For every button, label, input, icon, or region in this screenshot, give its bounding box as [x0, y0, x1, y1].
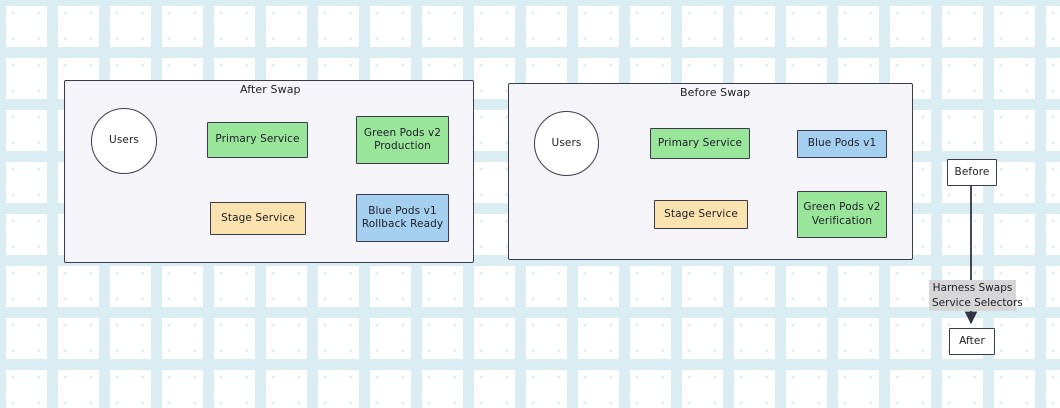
node-before-users-label: Users — [551, 136, 582, 149]
edge-label-harness-swaps: Harness Swaps Service Selectors — [929, 280, 1023, 311]
node-state-after-label: After — [959, 334, 985, 347]
node-state-before-label: Before — [954, 165, 990, 178]
edge-label-line2: Service Selectors — [932, 297, 1023, 309]
node-after-users-label: Users — [109, 134, 139, 147]
node-state-after[interactable]: After — [949, 328, 995, 355]
cluster-after-swap-title: After Swap — [240, 83, 301, 96]
node-before-blue-pods[interactable]: Blue Pods v1 — [797, 130, 887, 158]
node-after-blue-pods-line1: Blue Pods v1 — [368, 204, 437, 217]
edge-label-line1: Harness Swaps — [932, 282, 1013, 294]
node-before-green-pods[interactable]: Green Pods v2 Verification — [797, 191, 887, 238]
node-state-before[interactable]: Before — [947, 159, 997, 186]
node-after-green-pods-line2: Production — [374, 140, 431, 152]
node-before-users[interactable]: Users — [534, 111, 599, 176]
node-after-blue-pods[interactable]: Blue Pods v1 Rollback Ready — [356, 194, 449, 242]
node-after-primary-service[interactable]: Primary Service — [207, 122, 308, 158]
node-after-green-pods-line1: Green Pods v2 — [363, 126, 442, 139]
node-before-stage-service-label: Stage Service — [664, 207, 738, 220]
node-before-green-pods-line1: Green Pods v2 — [803, 201, 881, 213]
node-after-users[interactable]: Users — [91, 108, 157, 174]
node-after-stage-service[interactable]: Stage Service — [210, 202, 306, 235]
node-before-stage-service[interactable]: Stage Service — [654, 200, 748, 229]
node-after-green-pods[interactable]: Green Pods v2 Production — [356, 116, 449, 164]
node-before-green-pods-line2: Verification — [811, 214, 873, 227]
cluster-before-swap-title: Before Swap — [680, 86, 751, 99]
node-before-blue-pods-label: Blue Pods v1 — [807, 137, 877, 150]
node-after-primary-service-label: Primary Service — [215, 133, 300, 146]
node-after-stage-service-label: Stage Service — [221, 211, 295, 224]
node-before-primary-service-label: Primary Service — [657, 136, 743, 149]
node-before-primary-service[interactable]: Primary Service — [650, 128, 750, 159]
node-after-blue-pods-line2: Rollback Ready — [361, 218, 444, 230]
